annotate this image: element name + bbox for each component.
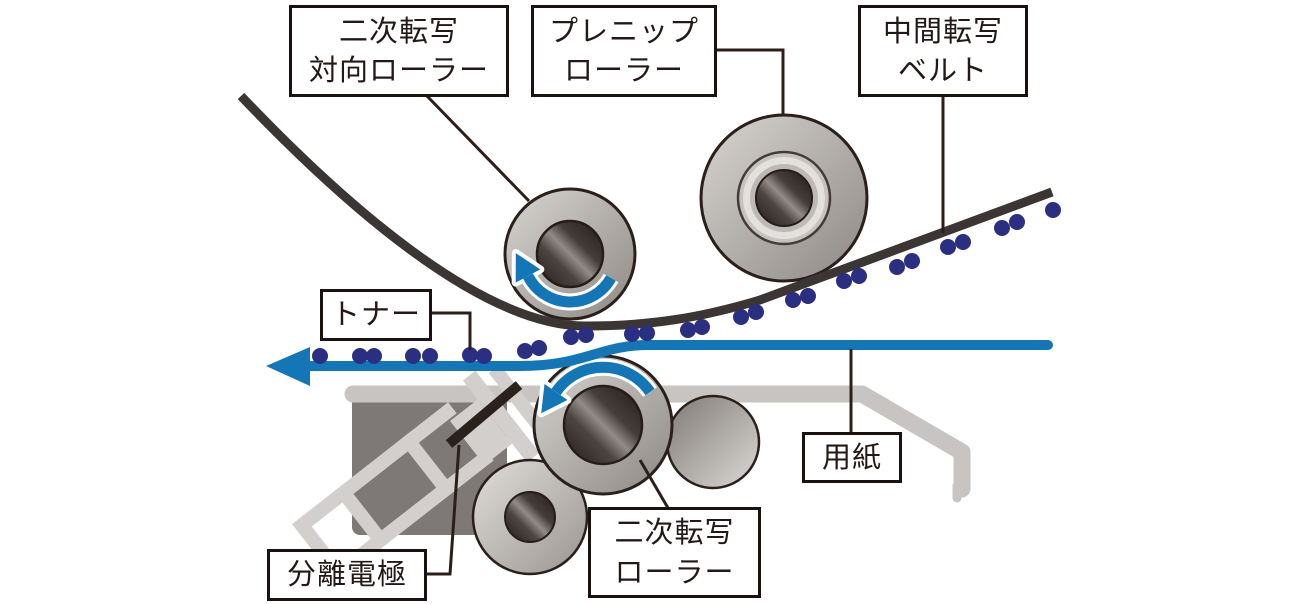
electrode-crossguard [462, 370, 540, 463]
electrode-blade-bar [445, 381, 523, 448]
toner-dot [563, 329, 579, 345]
leader-transfer-roller [638, 459, 670, 509]
label-toner: トナー [320, 289, 432, 341]
lower-roller-core [504, 491, 556, 543]
toner-dot [748, 304, 764, 320]
label-prenip-roller: プレニップ ローラー [531, 5, 717, 97]
label-paper: 用紙 [802, 432, 902, 483]
prenip-roller-core [755, 169, 813, 227]
guide-roller [665, 394, 761, 490]
toner-dot [680, 322, 696, 338]
toner-dot [462, 347, 478, 363]
toner-dot [312, 348, 328, 364]
rotation-arrow-head [515, 253, 541, 283]
leader-toner [432, 311, 472, 350]
prenip-roller [699, 113, 869, 283]
secondary-transfer-roller-core [562, 384, 644, 466]
toner-dot [851, 268, 867, 284]
toner-dot [955, 234, 971, 250]
toner-dot [904, 253, 920, 269]
intermediate-transfer-belt [237, 92, 1054, 331]
label-opposing-roller: 二次転写 対向ローラー [289, 5, 509, 97]
leader-prenip-roller [717, 48, 785, 116]
opposing-roller-core [535, 219, 605, 289]
toner-dot [800, 288, 816, 304]
secondary-transfer-roller [532, 354, 674, 496]
label-transfer-belt: 中間転写 ベルト [858, 5, 1028, 97]
opposing-roller-rotation-arrow [511, 249, 619, 311]
toner-dot [889, 259, 905, 275]
electrode-rung [333, 482, 391, 550]
electrode-rail-top [298, 402, 457, 531]
toner-dot [785, 292, 801, 308]
toner-dot [694, 319, 710, 335]
toner-dot [517, 343, 533, 359]
toner-dot [624, 326, 640, 342]
leader-opposing-roller [425, 94, 531, 203]
label-secondary-transfer-roller: 二次転写 ローラー [588, 507, 761, 598]
toner-dot [352, 348, 368, 364]
lower-roller [471, 458, 589, 576]
electrode-body [450, 399, 513, 466]
toner-dot [578, 327, 594, 343]
electrode-rail-bottom [335, 449, 494, 578]
electrode-rung [399, 431, 456, 499]
label-separation-electrode: 分離電極 [267, 549, 427, 601]
toner-dot [994, 220, 1010, 236]
toner-dot [639, 325, 655, 341]
toner-dot [476, 348, 492, 364]
toner-dot [531, 340, 547, 356]
toner-dot [405, 348, 421, 364]
rotation-arrow-arc [551, 361, 655, 396]
toner-dot [1045, 202, 1061, 218]
transfer-roller-rotation-arrow [537, 358, 658, 418]
rotation-arrow-head [541, 384, 568, 414]
paper-feed-line [303, 340, 1053, 371]
toner-dot [1009, 214, 1025, 230]
toner-dot [366, 348, 382, 364]
toner-dot [733, 309, 749, 325]
toner-dots [312, 202, 1061, 364]
toner-dot [836, 273, 852, 289]
toner-dot [422, 348, 438, 364]
leader-lines [425, 48, 945, 576]
leader-electrode [427, 444, 461, 576]
paper-feed-arrow [266, 340, 1053, 386]
paper-feed-arrowhead [266, 347, 310, 386]
toner-dot [940, 239, 956, 255]
rotation-arrow-arc [523, 273, 616, 308]
